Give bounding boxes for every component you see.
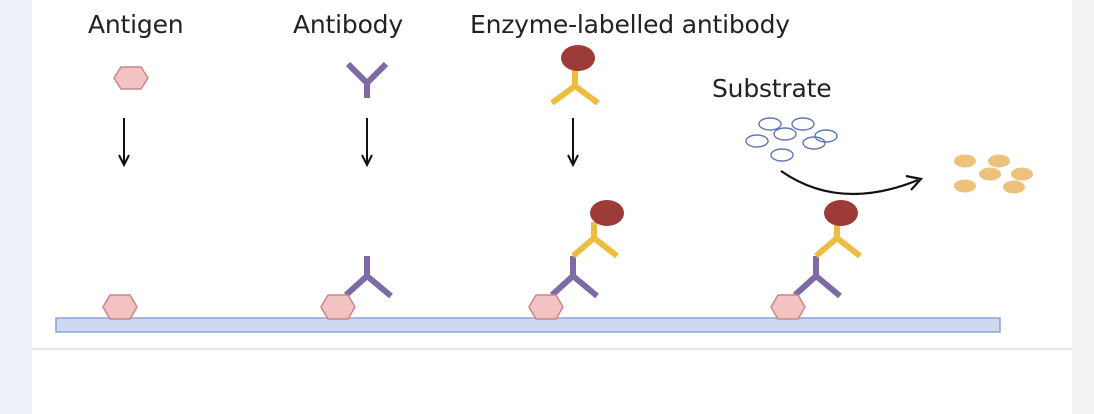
substrate-label: Substrate	[712, 74, 832, 103]
primary-antibody-icon	[792, 256, 842, 299]
left-margin-strip	[0, 0, 32, 414]
primary-antibody-icon	[549, 256, 599, 299]
bound-antigen-icon	[770, 294, 806, 320]
solid-phase-plate	[55, 317, 1001, 333]
antibody-label: Antibody	[293, 10, 403, 39]
down-arrow-icon	[567, 118, 579, 168]
down-arrow-icon	[118, 118, 130, 168]
right-margin-strip	[1072, 0, 1094, 414]
antibody-icon	[345, 61, 389, 98]
sandwich-complex	[528, 200, 624, 320]
primary-antibody-icon	[343, 256, 393, 299]
product-icon	[954, 154, 1033, 194]
enzyme-icon	[590, 200, 624, 226]
antigen-antibody-complex	[320, 256, 393, 320]
enzyme-labelled-antibody-icon	[550, 45, 600, 106]
secondary-antibody-icon	[814, 222, 862, 259]
curved-arrow-icon	[780, 170, 924, 196]
substrate-icon	[745, 117, 838, 162]
sandwich-complex	[770, 200, 862, 320]
down-arrow-icon	[361, 118, 373, 168]
bound-antigen-icon	[528, 294, 564, 320]
antigen-label: Antigen	[88, 10, 184, 39]
enzyme-icon	[824, 200, 858, 226]
antigen-icon	[113, 66, 149, 90]
enzyme-labelled-antibody-label: Enzyme-labelled antibody	[470, 10, 790, 39]
secondary-antibody-icon	[571, 222, 619, 259]
bound-antigen-icon	[320, 294, 356, 320]
bound-antigen-icon	[102, 294, 138, 320]
